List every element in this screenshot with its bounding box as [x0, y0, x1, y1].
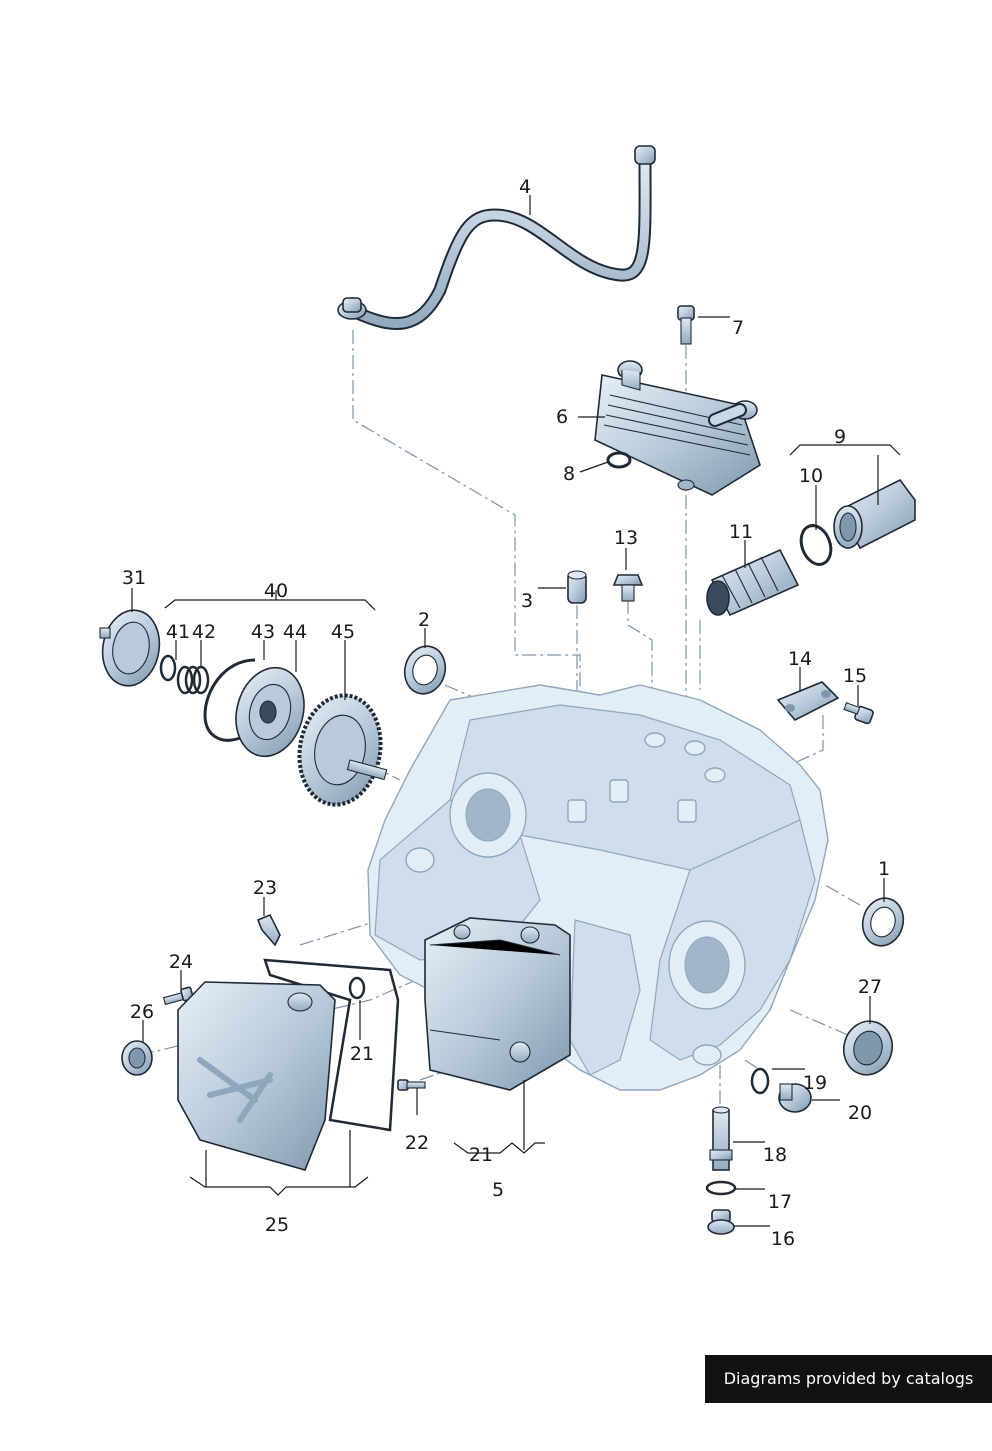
callout-label: 24	[169, 951, 193, 973]
piston-44	[235, 666, 305, 758]
exploded-parts-diagram: 1 2 3 4 5 6 7 8 9 10 11 13 14 15 16 17 1…	[99, 145, 916, 1250]
o-ring-21	[348, 976, 366, 1000]
bolt-22	[397, 1079, 426, 1091]
callout-label: 7	[732, 317, 744, 339]
o-ring-8	[606, 451, 632, 469]
cover-31	[99, 609, 161, 687]
callout-label: 2	[418, 609, 430, 631]
seal-2	[403, 645, 447, 695]
callout-label: 17	[768, 1191, 792, 1213]
callout-label: 21	[469, 1144, 493, 1166]
callout-label: 45	[331, 621, 355, 643]
spring-41-42	[159, 654, 210, 695]
callout-label: 44	[283, 621, 307, 643]
callout-label: 5	[492, 1179, 504, 1201]
callout-label: 18	[763, 1144, 787, 1166]
seal-1	[861, 897, 905, 947]
callout-label: 9	[834, 426, 846, 448]
footer-credit: Diagrams provided by catalogs parts	[705, 1355, 992, 1436]
circlip-43	[203, 658, 256, 742]
bolt-7	[677, 305, 695, 345]
callout-label: 4	[519, 176, 531, 198]
callout-label: 23	[253, 877, 277, 899]
sleeve-3	[567, 570, 587, 604]
callout-label: 27	[858, 976, 882, 998]
screw-plug-13	[612, 574, 644, 602]
callout-label: 11	[729, 521, 753, 543]
valve-body	[424, 917, 571, 1091]
leader-lines	[131, 195, 901, 1227]
callout-label: 20	[848, 1102, 872, 1124]
callout-label: 13	[614, 527, 638, 549]
callout-labels: 1 2 3 4 5 6 7 8 9 10 11 13 14 15 16 17 1…	[122, 176, 890, 1250]
callout-label: 41	[166, 621, 190, 643]
o-ring-19	[750, 1067, 770, 1095]
plug-16	[707, 1209, 735, 1235]
callout-label: 3	[521, 590, 533, 612]
bracket-14	[776, 681, 840, 722]
callout-label: 21	[350, 1043, 374, 1065]
callout-label: 43	[251, 621, 275, 643]
callout-label: 6	[556, 406, 568, 428]
o-ring-10	[799, 524, 833, 566]
seal-27	[842, 1020, 894, 1076]
callout-label: 31	[122, 567, 146, 589]
callout-label: 19	[803, 1072, 827, 1094]
bolt-15	[843, 702, 874, 725]
filter-housing-cap	[833, 478, 916, 550]
cap-26	[121, 1040, 153, 1076]
callout-label: 8	[563, 463, 575, 485]
callout-label: 1	[878, 858, 890, 880]
callout-label: 26	[130, 1001, 154, 1023]
callout-label: 42	[192, 621, 216, 643]
callout-label: 25	[265, 1214, 289, 1236]
callout-label: 14	[788, 648, 812, 670]
oil-pipe	[337, 145, 656, 330]
callout-label: 10	[799, 465, 823, 487]
plug-20	[778, 1083, 812, 1113]
callout-label: 15	[843, 665, 867, 687]
oil-filter	[706, 548, 800, 617]
clip-23	[256, 913, 281, 947]
oil-cooler	[594, 360, 761, 496]
o-ring-17	[705, 1180, 737, 1196]
gear-45	[297, 693, 388, 807]
oil-pan-cover	[177, 981, 336, 1171]
callout-label: 22	[405, 1132, 429, 1154]
callout-label: 16	[771, 1228, 795, 1250]
pipe-18	[709, 1106, 733, 1171]
gasket	[263, 958, 400, 1132]
callout-label: 40	[264, 580, 288, 602]
